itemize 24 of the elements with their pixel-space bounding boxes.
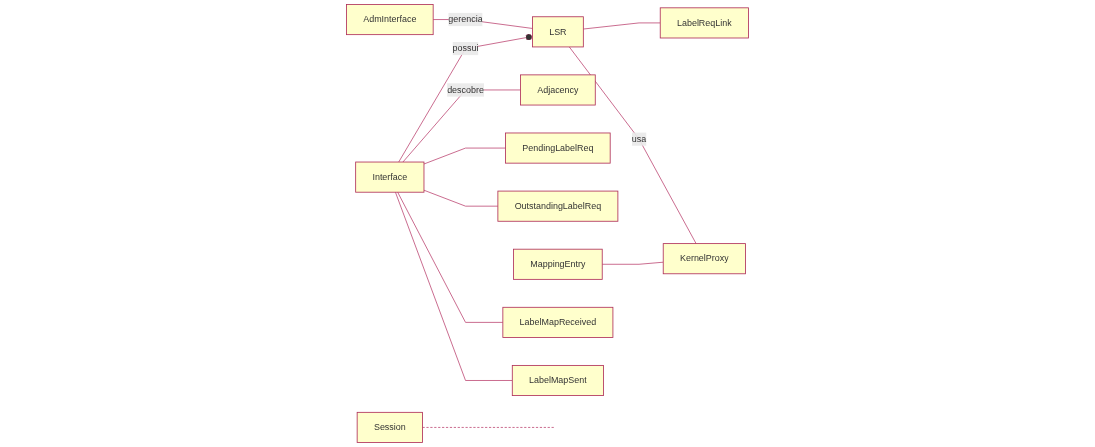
node-box: LabelReqLink <box>659 7 749 39</box>
connector <box>568 46 697 245</box>
node-box: Adjacency <box>520 74 596 106</box>
node-box: LabelMapSent <box>511 365 604 396</box>
edge-label: usa <box>631 134 647 144</box>
node-box: Interface <box>355 161 425 193</box>
node-box: LabelMapReceived <box>502 306 614 338</box>
node-box: PendingLabelReq <box>505 132 611 164</box>
connector <box>423 147 507 165</box>
connector <box>422 427 555 428</box>
node-box: Session <box>356 411 423 443</box>
edge-label: descobre <box>447 84 484 95</box>
edge-label: possui <box>452 43 479 54</box>
node-box: KernelProxy <box>662 243 746 275</box>
connector <box>582 22 661 30</box>
node-box: MappingEntry <box>513 248 603 280</box>
connector <box>601 261 664 265</box>
edge-label: gerencia <box>448 14 483 25</box>
connector <box>395 191 513 381</box>
connector <box>397 191 504 323</box>
connector <box>423 189 499 207</box>
node-box: AdmInterface <box>346 4 434 36</box>
node-box: OutstandingLabelReq <box>497 190 619 222</box>
node-box: LSR <box>532 16 584 48</box>
